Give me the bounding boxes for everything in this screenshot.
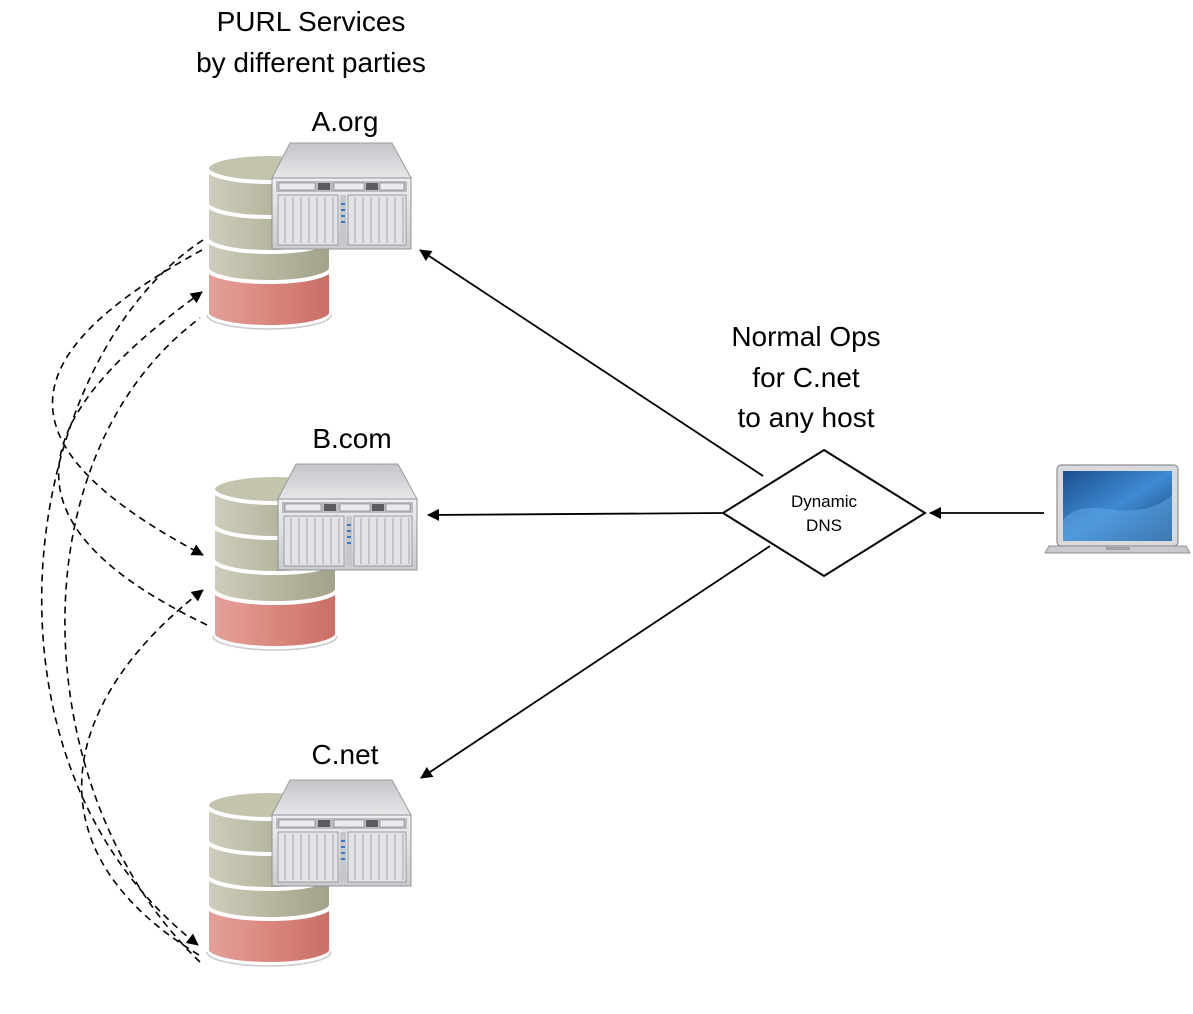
dns-diamond-shape (721, 448, 927, 578)
database-server-icon (205, 141, 413, 331)
replication-link-c-to-b (80, 589, 204, 956)
server-b-com: B.com (211, 423, 419, 652)
dns-label-line2: DNS (806, 516, 842, 535)
dns-label-line1: Dynamic (791, 492, 858, 511)
laptop-icon (1044, 464, 1191, 554)
database-server-icon (205, 778, 413, 968)
server-c-net: C.net (205, 739, 413, 968)
replication-link-b-to-a (57, 291, 208, 626)
note-line3: to any host (738, 402, 875, 433)
replication-link-a-to-b (51, 249, 204, 556)
dynamic-dns-node: Dynamic DNS (721, 448, 927, 578)
normal-ops-note: Normal Ops for C.net to any host (731, 321, 880, 433)
diagram-title-line2: by different parties (196, 47, 426, 78)
note-line1: Normal Ops (731, 321, 880, 352)
diagram-title-line1: PURL Services (217, 6, 406, 37)
route-to-c-net (420, 545, 771, 779)
route-to-a-org (419, 249, 764, 477)
replication-link-c-to-a (64, 317, 201, 963)
dns-routes (419, 249, 1044, 779)
replication-links (40, 239, 208, 963)
route-to-b-com (427, 508, 723, 521)
database-server-icon (211, 462, 419, 652)
server-label-a-org: A.org (312, 106, 379, 137)
note-line2: for C.net (752, 362, 860, 393)
server-label-b-com: B.com (312, 423, 391, 454)
server-label-c-net: C.net (312, 739, 379, 770)
server-a-org: A.org (205, 106, 413, 331)
replication-link-a-to-c (40, 239, 204, 946)
